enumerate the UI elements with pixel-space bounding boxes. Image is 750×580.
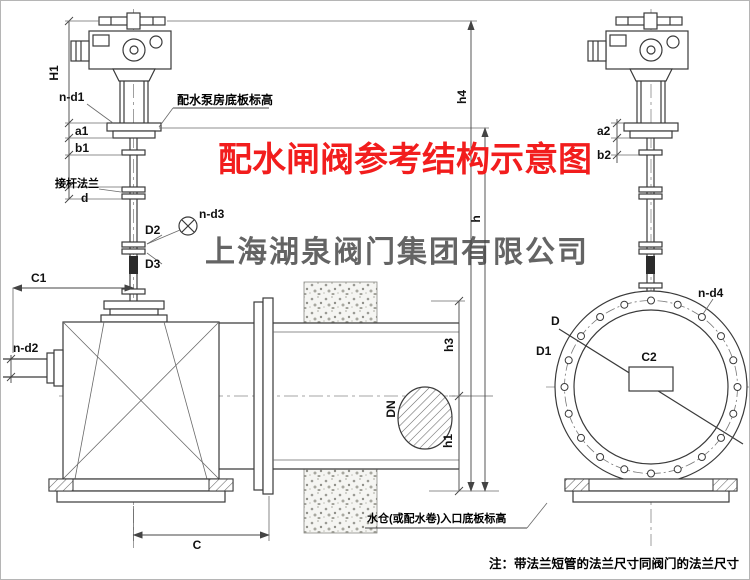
pump-floor-label: 配水泵房底板标高 <box>177 92 273 107</box>
dim-h4: h4 <box>455 90 469 104</box>
diagram-title: 配水闸阀参考结构示意图 <box>218 141 592 179</box>
actuator-icon <box>70 12 172 82</box>
pipe-section-hatch <box>397 386 453 450</box>
bolt-holes <box>560 296 742 478</box>
left-view-valve <box>3 12 460 503</box>
inlet-floor-label: 水仓(或配水卷)入口底板标高 <box>367 511 506 525</box>
footnote: 注：带法兰短管的法兰尺寸同阀门的法兰尺寸 <box>489 556 740 571</box>
dim-D2: D2 <box>145 223 161 237</box>
company-watermark: 上海湖泉阀门集团有限公司 <box>205 235 589 269</box>
right-view-valve <box>554 12 748 503</box>
rod-flange-label: 接杆法兰 <box>55 176 99 190</box>
dim-a1: a1 <box>75 124 89 138</box>
dim-b1: b1 <box>75 141 89 155</box>
actuator-icon-right <box>587 12 689 82</box>
dim-d: d <box>81 191 88 205</box>
text-labels: 配水闸阀参考结构示意图 上海湖泉阀门集团有限公司 注：带法兰短管的法兰尺寸同阀门… <box>13 65 740 571</box>
dim-D: D <box>551 314 560 328</box>
dim-DN: DN <box>384 400 398 417</box>
dim-h: h <box>469 215 483 222</box>
dim-C2: C2 <box>641 350 657 364</box>
concrete-wall <box>303 281 378 534</box>
dim-C: C <box>193 538 202 552</box>
dim-n-d1: n-d1 <box>59 90 85 104</box>
dim-n-d2: n-d2 <box>13 341 39 355</box>
valve-symbol-icon <box>146 216 198 245</box>
dim-h1: h1 <box>441 434 455 448</box>
dim-h3: h3 <box>442 338 456 352</box>
dim-b2: b2 <box>597 148 611 162</box>
dim-n-d3: n-d3 <box>199 207 225 221</box>
dim-H1: H1 <box>47 65 61 81</box>
dim-D1: D1 <box>536 344 552 358</box>
dim-D3: D3 <box>145 257 161 271</box>
dimension-lines <box>6 16 714 541</box>
dim-n-d4: n-d4 <box>698 286 724 300</box>
dim-a2: a2 <box>597 124 611 138</box>
dim-C1: C1 <box>31 271 47 285</box>
